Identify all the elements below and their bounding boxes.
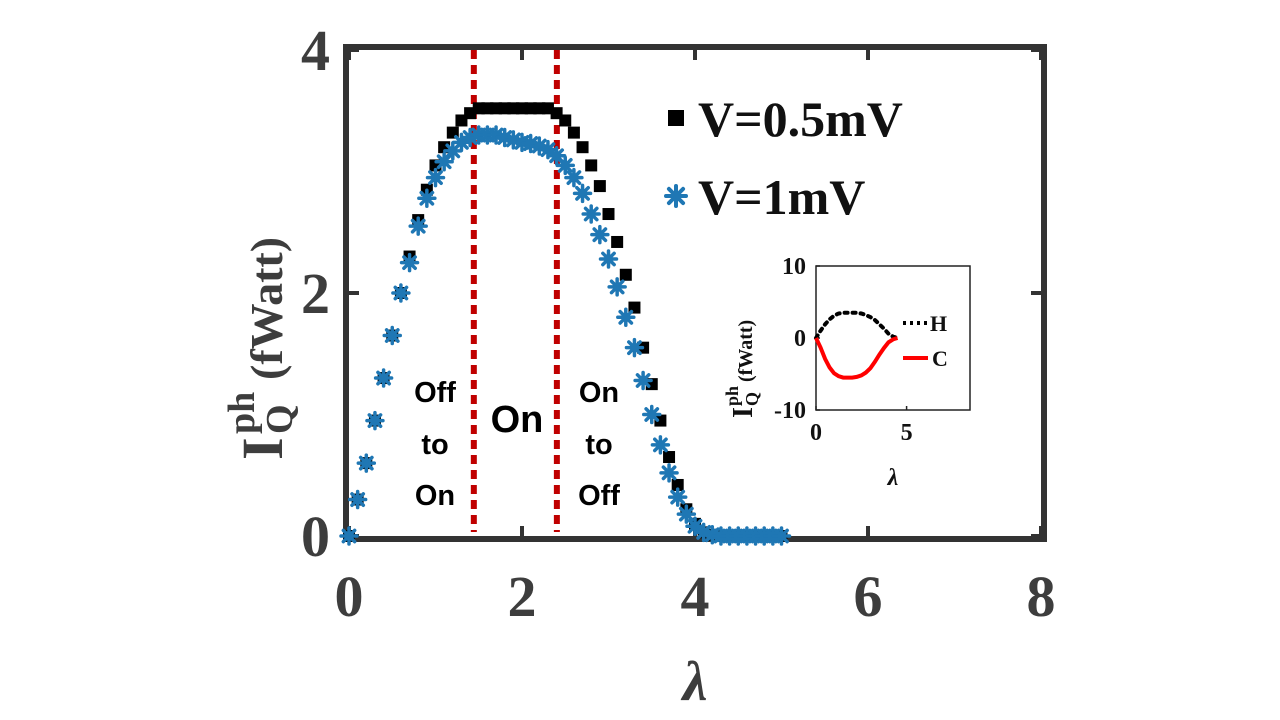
inset-series-c-line: [814, 336, 899, 380]
data-point-v05mv: [611, 235, 624, 248]
data-point-v1mv: [408, 216, 428, 236]
data-point-v05mv: [559, 114, 572, 127]
data-point-v1mv: [434, 152, 454, 172]
main-y-label-sub: Q: [259, 404, 301, 434]
data-point-v1mv: [391, 283, 411, 303]
inset-x-tick-label: 0: [810, 420, 822, 446]
data-point-v1mv: [425, 167, 446, 188]
data-point-v05mv: [619, 268, 632, 281]
inset-series-h-line: [814, 310, 900, 340]
inset-legend-c-label: C: [932, 346, 948, 371]
data-point-v1mv: [572, 183, 593, 204]
data-point-v1mv: [624, 337, 645, 358]
data-point-v1mv: [347, 489, 368, 510]
data-point-v1mv: [399, 252, 420, 273]
main-y-label-main: I: [230, 437, 295, 460]
inset-y-tick-label: -10: [774, 398, 806, 424]
main-x-axis-label: λ: [681, 651, 708, 713]
inset-legend-h-label: H: [930, 311, 947, 336]
data-point-v1mv: [443, 141, 463, 161]
data-point-v1mv: [564, 167, 584, 188]
main-x-tick-label: 6: [854, 564, 883, 629]
region-off-to-on-line2: to: [421, 429, 448, 461]
legend-star-shape: [664, 184, 688, 208]
inset-x-axis-label: λ: [887, 465, 899, 491]
data-point-v1mv: [365, 410, 385, 431]
inset-x-tick-label: 5: [901, 420, 913, 446]
data-point-v05mv: [654, 414, 667, 427]
data-point-v1mv: [373, 368, 394, 388]
data-point-v1mv: [642, 404, 662, 425]
inset-legend: H C: [903, 311, 948, 371]
data-point-v1mv: [590, 224, 610, 245]
data-point-v1mv: [555, 155, 575, 176]
region-off-to-on-line1: Off: [414, 377, 456, 409]
data-point-v05mv: [593, 180, 606, 193]
main-y-axis-label: I ph Q (fWatt): [221, 237, 301, 460]
main-y-tick-label: 4: [301, 18, 330, 83]
region-off-to-on-label: Off to On: [414, 377, 456, 512]
data-point-v1mv: [581, 204, 601, 224]
legend-marker-square: [668, 110, 684, 126]
data-point-v1mv: [616, 307, 636, 328]
main-x-tick-label: 0: [335, 564, 364, 629]
data-point-v1mv: [676, 504, 697, 524]
main-x-tick-labels: 0 2 4 6 8: [335, 564, 1056, 629]
inset-y-label-sup: ph: [722, 386, 742, 406]
data-point-v05mv: [663, 451, 676, 464]
data-point-v1mv: [339, 526, 359, 546]
data-point-v1mv: [607, 277, 627, 297]
main-x-tick-label: 4: [681, 564, 710, 629]
inset-y-label-main: I: [728, 407, 759, 418]
data-point-v1mv: [633, 370, 653, 391]
inset-y-tick-labels: 10 0 -10: [774, 254, 806, 424]
region-on-to-off-line3: Off: [578, 480, 620, 512]
data-point-v05mv: [576, 141, 589, 154]
data-point-v05mv: [585, 159, 598, 172]
data-point-v05mv: [567, 126, 580, 139]
legend-label-v1mv: V=1mV: [698, 169, 865, 225]
region-on-to-off-label: On to Off: [578, 377, 620, 512]
data-point-v1mv: [417, 188, 437, 208]
main-y-tick-label: 0: [301, 504, 330, 569]
main-y-tick-labels: 0 2 4: [301, 18, 330, 569]
main-y-tick-label: 2: [301, 261, 330, 326]
data-point-v1mv: [667, 487, 688, 507]
region-on-to-off-line2: to: [585, 429, 612, 461]
data-point-v1mv: [382, 325, 402, 346]
region-off-to-on-line3: On: [415, 480, 455, 512]
series-v1mv-markers: [339, 125, 792, 546]
data-point-v1mv: [650, 435, 671, 455]
data-point-v05mv: [671, 478, 684, 491]
inset-y-tick-label: 0: [794, 326, 806, 352]
data-point-v05mv: [507, 102, 520, 115]
main-legend: V=0.5mV V=1mV: [664, 91, 903, 225]
inset-y-tick-label: 10: [782, 254, 806, 280]
main-x-tick-label: 2: [508, 564, 537, 629]
inset-y-label-sub: Q: [742, 392, 762, 406]
main-y-label-sup: ph: [221, 392, 263, 434]
data-point-v1mv: [598, 249, 619, 269]
data-point-v05mv: [602, 208, 615, 221]
data-point-v05mv: [446, 126, 459, 139]
data-point-v1mv: [771, 526, 792, 546]
data-point-v1mv: [659, 463, 679, 483]
legend-label-v05mv: V=0.5mV: [698, 91, 903, 147]
region-on-to-off-line1: On: [579, 377, 619, 409]
inset-y-label-unit: (fWatt): [735, 320, 757, 382]
main-y-label-unit: (fWatt): [241, 237, 292, 380]
data-point-v1mv: [356, 453, 377, 473]
main-x-tick-label: 8: [1027, 564, 1056, 629]
region-on-label: On: [491, 399, 544, 441]
legend-marker-star: [664, 184, 688, 208]
inset-y-axis-label: I ph Q (fWatt): [722, 320, 762, 418]
